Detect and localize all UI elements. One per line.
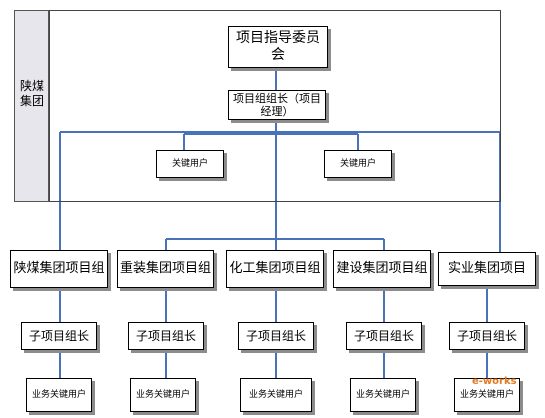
business-key-user-label: 业务关键用户	[248, 389, 303, 400]
group-frame	[49, 10, 501, 202]
group-label: 陕煤集团项目组	[13, 260, 105, 276]
project-manager-label: 项目组组长（项目经理）	[233, 91, 321, 118]
business-key-user-box: 业务关键用户	[240, 378, 312, 412]
group-box-jianshe: 建设集团项目组	[333, 250, 431, 288]
steering-committee-label: 项目指导委员会	[236, 30, 320, 63]
group-label: 建设集团项目组	[336, 260, 428, 276]
group-box-huagong: 化工集团项目组	[226, 250, 324, 288]
group-label: 实业集团项目	[447, 260, 526, 276]
sidebar-panel: 陕煤集团	[14, 10, 49, 202]
business-key-user-label: 业务关键用户	[135, 389, 190, 400]
business-key-user-box: 业务关键用户	[130, 378, 196, 412]
group-box-zhongzhuang: 重装集团项目组	[117, 250, 214, 288]
sub-project-lead-box: 子项目组长	[21, 322, 97, 350]
sub-project-lead-label: 子项目组长	[353, 328, 414, 343]
business-key-user-box: 业务关键用户	[454, 378, 520, 412]
sub-project-lead-box: 子项目组长	[128, 322, 204, 350]
key-user-label: 关键用户	[171, 158, 208, 169]
group-label: 重装集团项目组	[119, 260, 211, 276]
business-key-user-label: 业务关键用户	[355, 389, 410, 400]
steering-committee-box: 项目指导委员会	[228, 26, 328, 68]
sub-project-lead-box: 子项目组长	[346, 322, 422, 350]
business-key-user-label: 业务关键用户	[31, 389, 86, 400]
group-box-shaanmei: 陕煤集团项目组	[10, 250, 108, 288]
key-user-box: 关键用户	[324, 150, 392, 178]
sub-project-lead-label: 子项目组长	[245, 328, 306, 343]
business-key-user-box: 业务关键用户	[350, 378, 416, 412]
sub-project-lead-label: 子项目组长	[135, 328, 196, 343]
group-label: 化工集团项目组	[229, 260, 321, 276]
sub-project-lead-box: 子项目组长	[238, 322, 314, 350]
business-key-user-label: 业务关键用户	[459, 389, 514, 400]
sub-project-lead-label: 子项目组长	[28, 328, 89, 343]
watermark-logo: e-works	[472, 376, 517, 387]
group-box-shiye: 实业集团项目	[438, 252, 536, 286]
project-manager-box: 项目组组长（项目经理）	[228, 90, 326, 120]
key-user-box: 关键用户	[156, 150, 224, 178]
key-user-label: 关键用户	[339, 158, 376, 169]
sub-project-lead-label: 子项目组长	[456, 328, 517, 343]
sub-project-lead-box: 子项目组长	[449, 322, 525, 350]
sidebar-label: 陕煤集团	[20, 79, 45, 108]
business-key-user-box: 业务关键用户	[26, 378, 92, 412]
